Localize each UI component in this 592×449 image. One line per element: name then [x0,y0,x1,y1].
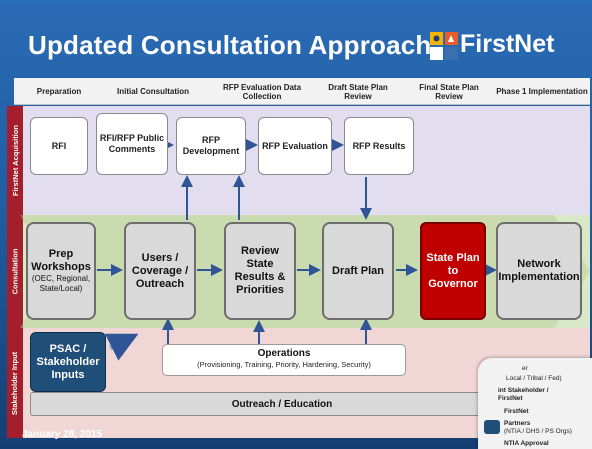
outreach-education-box: Outreach / Education [30,392,534,416]
rfp-development-box: RFP Development [176,117,246,175]
row-label-acquisition: FirstNet Acquisition [7,106,23,215]
state-plan-box: State Plan to Governor [420,222,486,320]
slide-title: Updated Consultation Approach [28,30,432,60]
legend-line-8: NTIA Approval [504,440,549,447]
review-state-results-box: Review State Results & Priorities [224,222,296,320]
rfp-evaluation-box: RFP Evaluation [258,117,332,175]
firstnet-logo: FirstNet [430,30,580,64]
stage-rfp-evaluation: RFP Evaluation Data Collection [222,82,302,101]
operations-title: Operations [257,348,311,359]
row-label-consultation: Consultation [7,215,23,328]
stage-final-review: Final State Plan Review [419,82,479,101]
slide-date: January 28, 2015 [22,429,103,440]
rfi-comments-box: RFI/RFP Public Comments [96,113,168,175]
rfp-results-box: RFP Results [344,117,414,175]
prep-workshops-title: Prep Workshops [31,248,91,273]
psac-stakeholder-box: PSAC / Stakeholder Inputs [30,332,106,392]
rfi-box: RFI [30,117,88,175]
legend-line-4: FirstNet [498,395,523,402]
legend-marker-icon [484,420,500,434]
legend-line-3: int Stakeholder / [498,387,549,394]
stage-phase1: Phase 1 Implementation [496,87,588,96]
draft-plan-box: Draft Plan [322,222,394,320]
stage-initial-consultation: Initial Consultation [117,87,189,96]
legend-panel: er Local / Tribal / Fed) int Stakeholder… [478,358,592,449]
network-implementation-box: Network Implementation [496,222,582,320]
legend-line-1: er [522,365,528,372]
legend-line-7: (NTIA / DHS / PS Orgs) [504,428,572,435]
row-label-input: Stakeholder Input [7,328,23,438]
prep-workshops-sub: (OEC, Regional, State/Local) [31,274,91,293]
logo-text: FirstNet [460,30,555,58]
stage-draft-review: Draft State Plan Review [328,82,388,101]
legend-line-5: FirstNet [504,408,529,415]
users-coverage-box: Users / Coverage / Outreach [124,222,196,320]
firstnet-logo-icon [430,32,458,60]
legend-line-2: Local / Tribal / Fed) [506,375,562,382]
operations-sub: (Provisioning, Training, Priority, Harde… [197,360,371,369]
stage-header: Preparation Initial Consultation RFP Eva… [14,78,590,105]
operations-box: Operations (Provisioning, Training, Prio… [162,344,406,376]
prep-workshops-box: Prep Workshops (OEC, Regional, State/Loc… [26,222,96,320]
stage-preparation: Preparation [36,87,82,96]
legend-line-6: Partners [504,420,531,427]
